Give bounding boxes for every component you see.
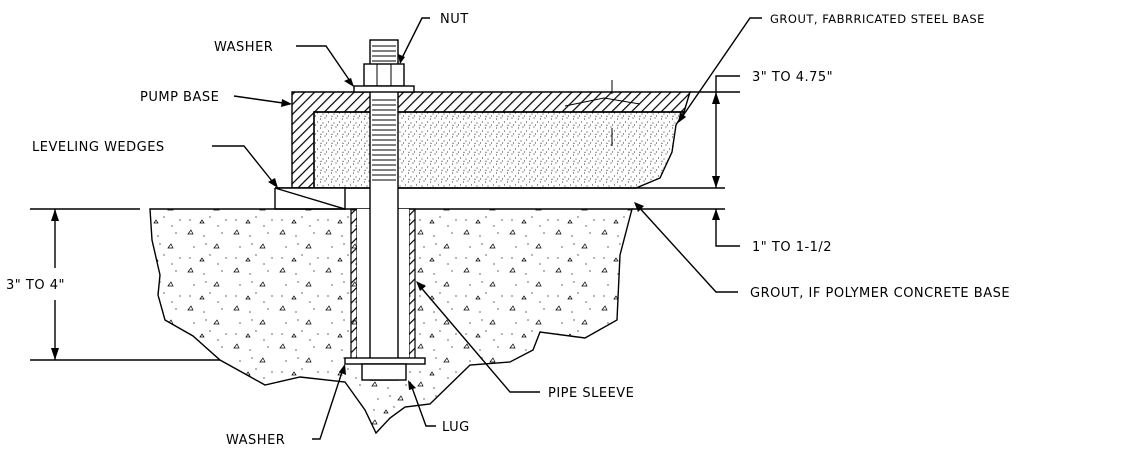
- leveling-wedges-label: LEVELING WEDGES: [32, 140, 165, 155]
- dim-top-arrow-down: [712, 176, 720, 188]
- nut-arrow: [398, 54, 405, 64]
- washer-bottom-label: WASHER: [226, 433, 285, 448]
- washer-bottom-arrow: [339, 364, 346, 375]
- leveling-wedge: [274, 187, 346, 210]
- washer-bottom: [344, 357, 426, 365]
- grout-polymer-label: GROUT, IF POLYMER CONCRETE BASE: [750, 286, 1010, 301]
- grout-detail-marks: [564, 80, 641, 146]
- pipe-sleeve-right-wall: [408, 208, 416, 360]
- dim-mid-label: 1" TO 1-1/2: [752, 240, 832, 255]
- pump-base-label: PUMP BASE: [140, 90, 219, 105]
- pipe-sleeve-leader: [417, 283, 540, 393]
- leveling-wedges-arrow: [268, 178, 278, 188]
- dim-left-label: 3" TO 4": [6, 278, 65, 293]
- dim-top-label: 3" TO 4.75": [752, 70, 833, 85]
- dim-mid-leader: [715, 228, 740, 247]
- pump-base-arrow: [281, 99, 292, 107]
- leveling-wedges-leader: [212, 145, 277, 187]
- lug-label: LUG: [442, 420, 470, 435]
- grout-fill-steel-base: [313, 111, 686, 189]
- nut-label: NUT: [440, 12, 469, 27]
- dim-left-arrow-down: [51, 348, 59, 360]
- dim-top-arrow-up: [712, 92, 720, 104]
- washer-top-label: WASHER: [214, 40, 273, 55]
- dim-left-arrow-up: [51, 209, 59, 221]
- grout-steel-label: GROUT, FABRRICATED STEEL BASE: [770, 12, 985, 26]
- grout-polymer-leader: [635, 203, 738, 293]
- lug: [361, 363, 407, 381]
- dim-mid-arrow: [712, 209, 720, 220]
- grout-polymer-arrow: [634, 202, 644, 212]
- nut: [363, 63, 405, 87]
- pipe-sleeve-left-wall: [350, 208, 358, 360]
- washer-top-leader: [296, 45, 353, 85]
- washer-bottom-leader: [312, 365, 345, 440]
- pump-base-leader: [233, 95, 291, 105]
- grout-steel-arrow: [678, 112, 686, 123]
- washer-top: [353, 85, 415, 93]
- washer-top-arrow: [344, 78, 354, 87]
- grout-steel-leader: [679, 17, 762, 121]
- bolt-thread-lines: [372, 45, 396, 181]
- pipe-sleeve-arrow: [416, 281, 426, 291]
- dim-top-leader: [715, 75, 740, 92]
- lug-arrow: [408, 380, 416, 390]
- lug-leader: [409, 381, 436, 427]
- nut-leader: [399, 17, 430, 63]
- pipe-sleeve-label: PIPE SLEEVE: [548, 386, 634, 401]
